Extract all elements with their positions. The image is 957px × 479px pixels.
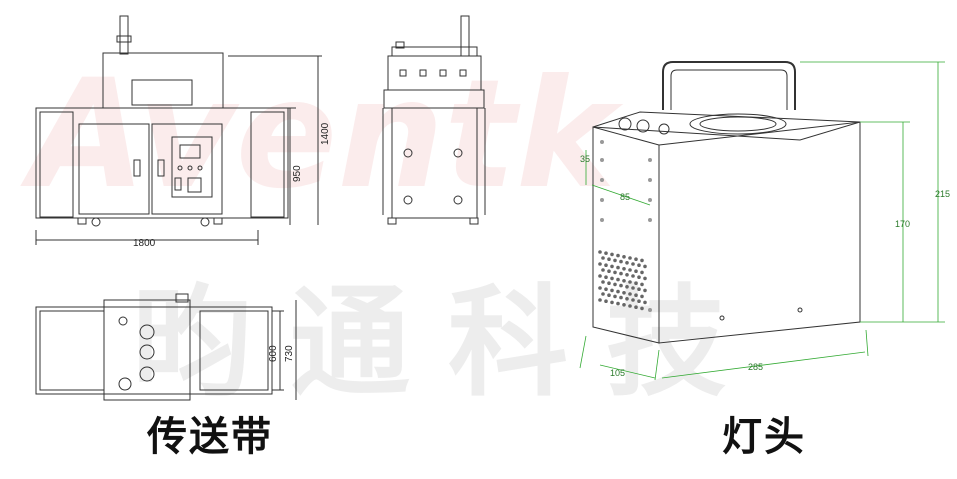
vent-hole [643, 300, 647, 305]
conveyor-caption: 传送带 [147, 414, 273, 460]
vent-hole [622, 291, 626, 295]
vent-hole [616, 277, 620, 282]
vent-hole [628, 268, 632, 272]
vent-hole [613, 294, 617, 299]
face-screws [600, 140, 652, 312]
vent-hole [616, 253, 620, 258]
vent-hole [607, 269, 611, 274]
vent-hole [619, 295, 623, 300]
conveyor-side-view [382, 15, 486, 225]
vent-hole [604, 299, 608, 304]
dim-lamp-depth: 105 [610, 368, 625, 378]
conveyor-top-view [35, 293, 297, 401]
vent-hole [598, 262, 602, 266]
vent-hole [613, 270, 617, 275]
vent-hole [598, 298, 602, 302]
vent-hole [598, 274, 602, 278]
vent-hole [643, 288, 647, 293]
vent-hole [628, 256, 632, 260]
vent-hole [619, 271, 623, 276]
dim-depth: 730 [284, 345, 295, 362]
vent-hole [631, 262, 635, 266]
lamp-head-caption: 灯头 [722, 414, 806, 460]
vent-hole [601, 292, 605, 296]
vent-hole [643, 264, 647, 269]
vent-hole [616, 289, 620, 294]
vent-hole [640, 258, 644, 263]
vent-hole [622, 279, 626, 283]
dim-height-table: 950 [292, 165, 303, 182]
vent-holes [598, 250, 647, 311]
lamp-dimension-lines [579, 61, 945, 381]
vent-hole [640, 294, 644, 299]
vent-hole [625, 261, 629, 265]
vent-hole [631, 274, 635, 278]
vent-hole [637, 263, 641, 268]
vent-hole [637, 287, 641, 292]
vent-hole [613, 282, 617, 287]
vent-hole [625, 273, 629, 277]
vent-hole [616, 301, 620, 306]
vent-hole [601, 268, 605, 272]
vent-hole [610, 300, 614, 305]
vent-hole [610, 252, 614, 257]
vent-hole [604, 263, 608, 268]
vent-hole [619, 259, 623, 264]
dim-height-total: 1400 [320, 122, 331, 145]
vent-hole [637, 299, 641, 304]
vent-hole [637, 275, 641, 280]
vent-hole [607, 257, 611, 262]
vent-hole [625, 285, 629, 289]
dim-lamp-height-total: 215 [935, 189, 950, 199]
dim-lamp-width: 285 [748, 362, 763, 372]
vent-hole [598, 286, 602, 290]
vent-hole [634, 257, 638, 262]
vent-hole [634, 269, 638, 274]
conveyor-front-view [35, 15, 322, 245]
vent-hole [628, 304, 632, 308]
vent-hole [628, 292, 632, 296]
vent-hole [604, 251, 608, 255]
vent-hole [601, 280, 605, 284]
vent-hole [622, 303, 626, 307]
vent-hole [616, 265, 620, 270]
dim-lamp-height-body: 170 [895, 219, 910, 229]
dim-top-offset: 35 [580, 154, 590, 164]
dim-spacing: 85 [620, 192, 630, 202]
vent-hole [601, 256, 605, 260]
vent-hole [643, 276, 647, 281]
vent-hole [610, 276, 614, 281]
vent-hole [631, 298, 635, 302]
vent-hole [628, 280, 632, 284]
vent-hole [607, 293, 611, 298]
vent-hole [610, 264, 614, 269]
vent-hole [640, 282, 644, 287]
vent-hole [640, 270, 644, 275]
aventk-watermark-logo: Aventk [30, 48, 616, 222]
vent-hole [604, 275, 608, 280]
vent-hole [613, 258, 617, 263]
vent-hole [634, 281, 638, 286]
vent-hole [607, 281, 611, 286]
vent-hole [631, 286, 635, 290]
vent-hole [625, 297, 629, 301]
vent-hole [622, 267, 626, 271]
vent-hole [622, 254, 626, 259]
vent-hole [610, 288, 614, 293]
vent-hole [598, 250, 602, 254]
vent-hole [634, 293, 638, 298]
vent-hole [604, 287, 608, 292]
lamp-head-view [592, 61, 861, 344]
vent-hole [634, 305, 638, 310]
dim-width: 1800 [133, 238, 156, 249]
vent-hole [619, 283, 623, 288]
vent-hole [640, 306, 644, 311]
dim-belt-width: 600 [268, 345, 279, 362]
